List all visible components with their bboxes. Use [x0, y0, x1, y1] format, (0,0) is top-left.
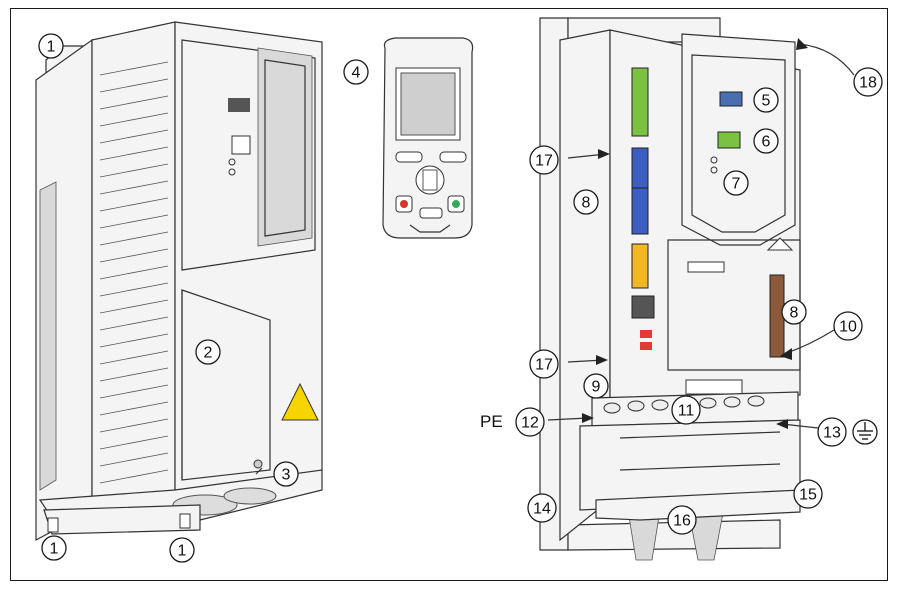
- callout-4: 4: [343, 59, 369, 85]
- svg-text:7: 7: [732, 176, 741, 193]
- leader-lines: [255, 38, 855, 475]
- svg-text:17: 17: [535, 153, 553, 170]
- callout-1b: 1: [41, 535, 67, 561]
- svg-text:12: 12: [521, 415, 539, 432]
- terminal-yellow: [631, 243, 649, 289]
- stop-button-icon: [400, 200, 408, 208]
- power-terminals: [603, 395, 765, 414]
- callout-1c: 1: [169, 537, 195, 563]
- terminal-green: [631, 67, 649, 137]
- vent-slats: [99, 61, 169, 484]
- svg-text:18: 18: [859, 75, 877, 92]
- svg-text:15: 15: [799, 487, 817, 504]
- callout-12: 12: [515, 407, 545, 437]
- callout-8b: 8: [781, 299, 807, 325]
- svg-text:9: 9: [592, 379, 601, 396]
- callout-5: 5: [753, 87, 779, 113]
- svg-text:2: 2: [204, 345, 213, 362]
- callout-15: 15: [793, 479, 823, 509]
- callout-17b: 17: [529, 349, 559, 379]
- svg-text:6: 6: [762, 134, 771, 151]
- svg-text:11: 11: [678, 403, 695, 420]
- callout-14: 14: [527, 493, 557, 523]
- callout-8a: 8: [573, 189, 599, 215]
- callout-9: 9: [583, 373, 609, 399]
- pe-label: PE: [480, 412, 503, 431]
- callout-16: 16: [667, 505, 697, 535]
- svg-text:5: 5: [762, 93, 771, 110]
- svg-text:1: 1: [178, 543, 187, 560]
- callout-10: 10: [833, 311, 863, 341]
- svg-text:8: 8: [790, 305, 799, 322]
- callout-1a: 1: [38, 33, 64, 59]
- cover-screw-icon: [253, 459, 263, 469]
- svg-text:3: 3: [282, 467, 291, 484]
- terminal-blue-1: [631, 147, 649, 189]
- svg-text:1: 1: [50, 541, 59, 558]
- start-button-icon: [452, 200, 460, 208]
- ground-icon: [852, 419, 878, 445]
- svg-text:10: 10: [839, 319, 857, 336]
- svg-text:1: 1: [47, 39, 56, 56]
- warning-triangle-icon: [281, 382, 319, 421]
- terminal-blue-2: [631, 187, 649, 235]
- drive-open-view: [539, 17, 801, 561]
- svg-text:13: 13: [823, 425, 841, 442]
- callout-13: 13: [817, 417, 847, 447]
- callout-3: 3: [273, 461, 299, 487]
- callout-11: 11: [671, 395, 701, 425]
- callout-6: 6: [753, 128, 779, 154]
- callout-17a: 17: [529, 145, 559, 175]
- svg-text:17: 17: [535, 357, 553, 374]
- svg-text:14: 14: [533, 501, 551, 518]
- callout-7: 7: [723, 170, 749, 196]
- svg-text:8: 8: [582, 195, 591, 212]
- svg-text:16: 16: [673, 513, 691, 530]
- callout-18: 18: [853, 67, 883, 97]
- callout-2: 2: [195, 339, 221, 365]
- control-panel: [382, 37, 474, 239]
- svg-text:4: 4: [352, 65, 361, 82]
- drive-front-view: [35, 21, 323, 542]
